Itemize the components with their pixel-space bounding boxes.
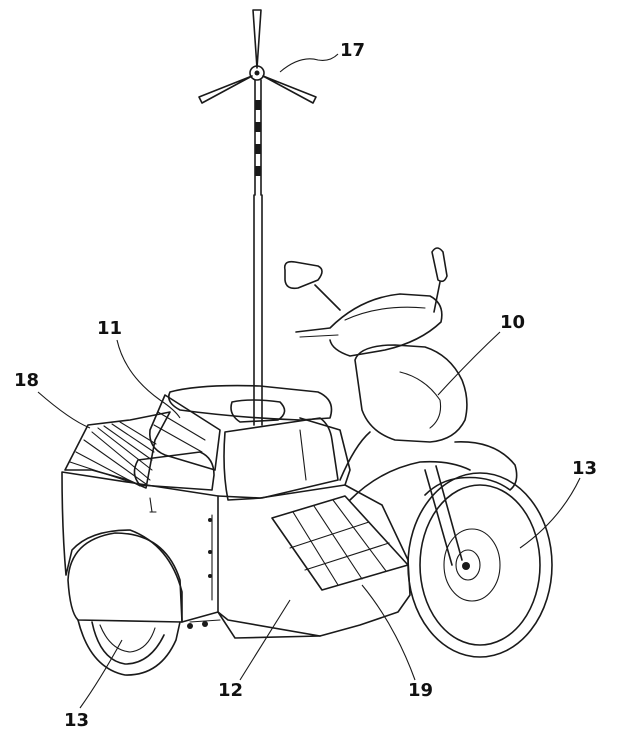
callout-19: 19 <box>408 680 433 701</box>
sidecar-body <box>61 471 411 639</box>
callout-10: 10 <box>500 312 525 333</box>
callout-13-front: 13 <box>572 458 597 479</box>
solar-panel <box>271 495 409 591</box>
callout-12: 12 <box>218 680 243 701</box>
motorcycle <box>167 247 553 658</box>
solar-canopy <box>64 411 171 489</box>
callout-11: 11 <box>97 318 122 339</box>
leader-lines <box>37 53 581 709</box>
callout-13-sidecar: 13 <box>64 710 89 731</box>
callout-labels: 17 10 11 18 13 12 19 13 <box>14 40 597 731</box>
sidecar-wheel <box>77 619 181 676</box>
callout-18: 18 <box>14 370 39 391</box>
wind-turbine <box>198 9 317 426</box>
sidecar-seat <box>133 394 339 501</box>
callout-17: 17 <box>340 40 365 61</box>
